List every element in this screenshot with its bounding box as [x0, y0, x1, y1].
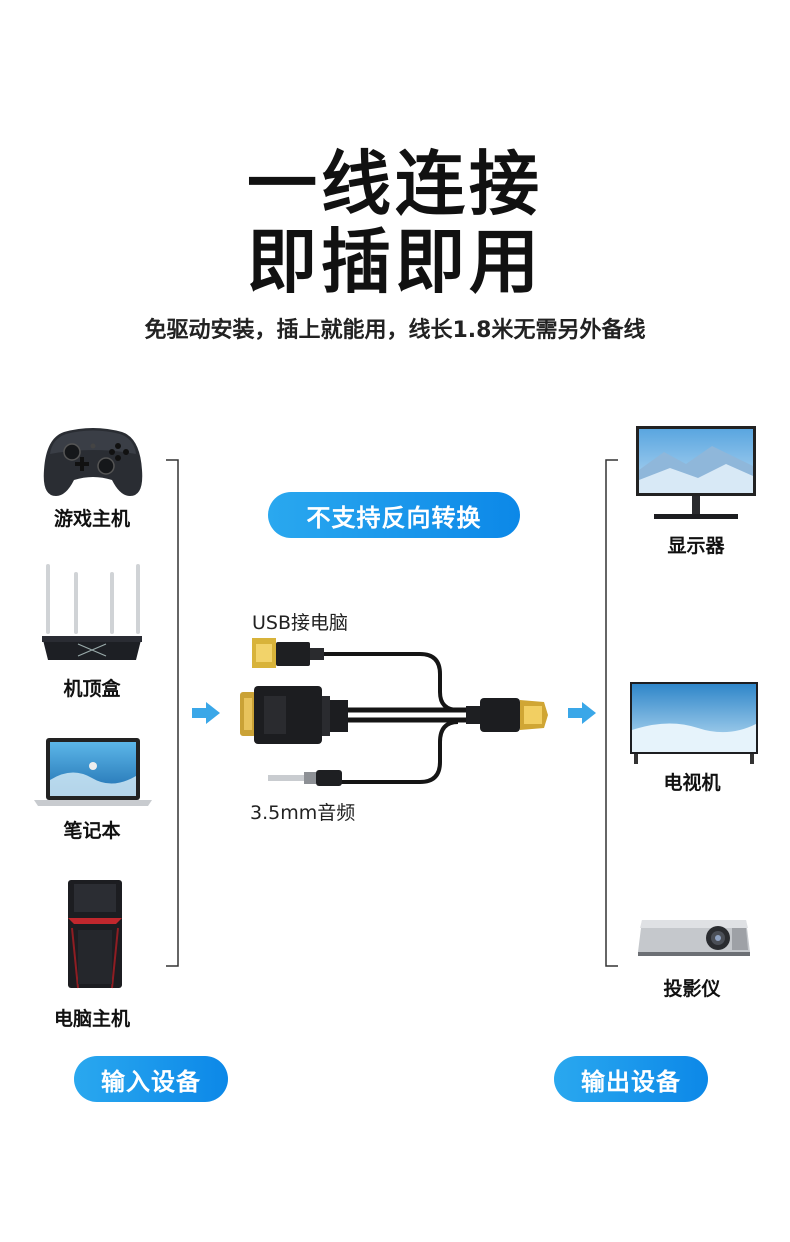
output-label-tv: 电视机: [663, 772, 721, 794]
output-arrow-icon: [568, 702, 596, 724]
projector-icon: [638, 920, 750, 956]
input-arrow-icon: [192, 702, 220, 724]
input-devices-badge: 输入设备: [74, 1056, 228, 1102]
output-label-monitor: 显示器: [667, 535, 725, 557]
audio-label: 3.5mm音频: [250, 802, 356, 824]
input-bracket: [166, 459, 179, 967]
heading-line1: 一线连接: [247, 143, 543, 225]
router-icon: [42, 564, 142, 660]
output-bracket: [605, 459, 618, 967]
input-label-desktop: 电脑主机: [53, 1008, 130, 1030]
output-devices-badge: 输出设备: [554, 1056, 708, 1102]
no-reverse-badge: 不支持反向转换: [268, 492, 520, 538]
input-label-console: 游戏主机: [53, 508, 130, 530]
input-label-settop: 机顶盒: [63, 678, 121, 700]
usb-label: USB接电脑: [252, 612, 349, 634]
subtitle: 免驱动安装，插上就能用，线长1.8米无需另外备线: [144, 318, 646, 343]
heading-line2: 即插即用: [247, 221, 543, 303]
desktop-tower-icon: [68, 880, 122, 989]
tv-icon: [630, 682, 758, 764]
output-label-projector: 投影仪: [663, 978, 721, 1000]
monitor-icon: [636, 426, 756, 519]
vga-hdmi-cable-icon: [240, 638, 548, 786]
input-label-laptop: 笔记本: [63, 820, 121, 842]
laptop-icon: [34, 738, 152, 806]
gamepad-icon: [43, 428, 143, 496]
